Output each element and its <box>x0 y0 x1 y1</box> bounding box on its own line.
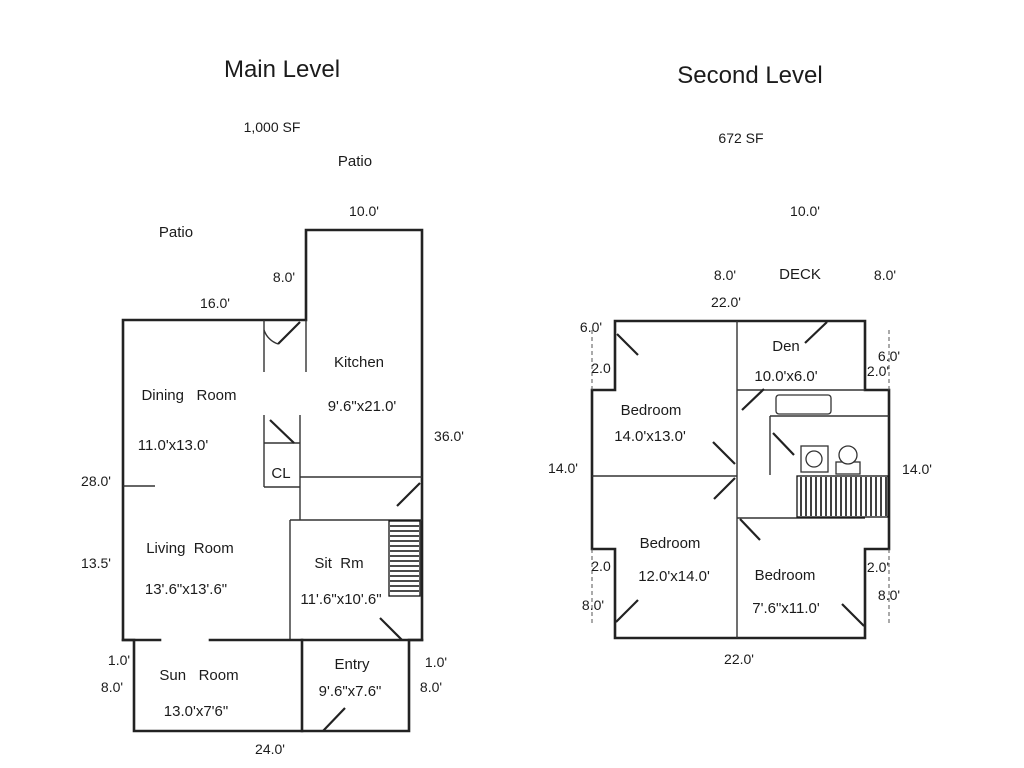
living-room-name: Living Room <box>146 540 234 557</box>
bathtub-icon <box>775 394 832 415</box>
main-level-plan: Main Level 1,000 SF Patio Patio <box>81 56 464 757</box>
dim-deck-right: 8.0' <box>874 267 896 283</box>
sitting-room-size: 11'.6"x10'.6" <box>300 591 381 608</box>
dim-second-right-bottom: 8.0' <box>878 587 900 603</box>
dim-main-left-step: 1.0' <box>108 652 130 668</box>
patio-top-label: Patio <box>338 153 372 170</box>
main-interior-walls <box>121 320 424 733</box>
main-stairs <box>388 520 421 597</box>
dim-main-bottom: 24.0' <box>255 741 285 757</box>
kitchen-size: 9'.6"x21.0' <box>328 398 397 415</box>
dim-second-left-bottom: 8.0' <box>582 597 604 613</box>
dim-main-left-sun: 8.0' <box>101 679 123 695</box>
bedroom-2-name: Bedroom <box>640 535 701 552</box>
dim-deck-left: 8.0' <box>714 267 736 283</box>
entry-name: Entry <box>334 656 370 673</box>
entry-size: 9'.6"x7.6" <box>319 683 382 700</box>
main-level-area: 1,000 SF <box>244 119 301 135</box>
dim-second-left-step-bottom: 2.0 <box>591 558 611 574</box>
sun-room-size: 13.0'x7'6" <box>164 703 228 720</box>
bedroom-2-size: 12.0'x14.0' <box>638 568 710 585</box>
main-level-title: Main Level <box>224 56 340 83</box>
dim-second-top-left-corner: 6.0' <box>580 319 602 335</box>
dim-main-top-left: 16.0' <box>200 295 230 311</box>
sun-room-name: Sun Room <box>159 667 238 684</box>
second-level-title: Second Level <box>677 62 822 89</box>
closet-label: CL <box>271 465 290 482</box>
living-room-size: 13'.6"x13'.6" <box>145 581 227 598</box>
second-doors <box>615 321 865 627</box>
dim-main-left-upper: 28.0' <box>81 473 111 489</box>
dim-second-top: 22.0' <box>711 294 741 310</box>
second-interior-walls <box>592 321 889 638</box>
dim-second-right-step-top: 2.0' <box>867 363 889 379</box>
dim-main-bump-side: 8.0' <box>273 269 295 285</box>
bedroom-1-size: 14.0'x13.0' <box>614 428 686 445</box>
kitchen-name: Kitchen <box>334 354 384 371</box>
second-stairs <box>796 475 889 518</box>
dim-second-left-side: 14.0' <box>548 460 578 476</box>
den-name: Den <box>772 338 800 355</box>
dim-second-right-step-bottom: 2.0' <box>867 559 889 575</box>
bedroom-3-size: 7'.6"x11.0' <box>752 600 820 617</box>
dim-main-right-side: 36.0' <box>434 428 464 444</box>
dim-second-left-step-top: 2.0 <box>591 360 611 376</box>
dim-deck-width: 10.0' <box>790 203 820 219</box>
dim-main-right-step: 1.0' <box>425 654 447 670</box>
dim-main-top-bump: 10.0' <box>349 203 379 219</box>
bedroom-3-name: Bedroom <box>755 567 816 584</box>
deck-label: DECK <box>779 266 821 283</box>
patio-left-label: Patio <box>159 224 193 241</box>
second-level-plan: Second Level 672 SF 10.0' 8.0' DECK 8.0'… <box>548 62 932 667</box>
dim-second-right-corner: 6.0' <box>878 348 900 364</box>
den-size: 10.0'x6.0' <box>754 368 817 385</box>
second-dimension-guides <box>591 330 890 625</box>
sitting-room-name: Sit Rm <box>314 555 363 572</box>
dim-main-right-entry: 8.0' <box>420 679 442 695</box>
dim-second-right-side: 14.0' <box>902 461 932 477</box>
second-level-area: 672 SF <box>718 130 763 146</box>
dining-room-name: Dining Room <box>141 387 236 404</box>
main-doors <box>263 321 421 732</box>
bedroom-1-name: Bedroom <box>621 402 682 419</box>
dim-second-bottom: 22.0' <box>724 651 754 667</box>
bathroom-fixtures <box>775 394 861 475</box>
dim-main-left-lower: 13.5' <box>81 555 111 571</box>
dining-room-size: 11.0'x13.0' <box>138 437 209 454</box>
